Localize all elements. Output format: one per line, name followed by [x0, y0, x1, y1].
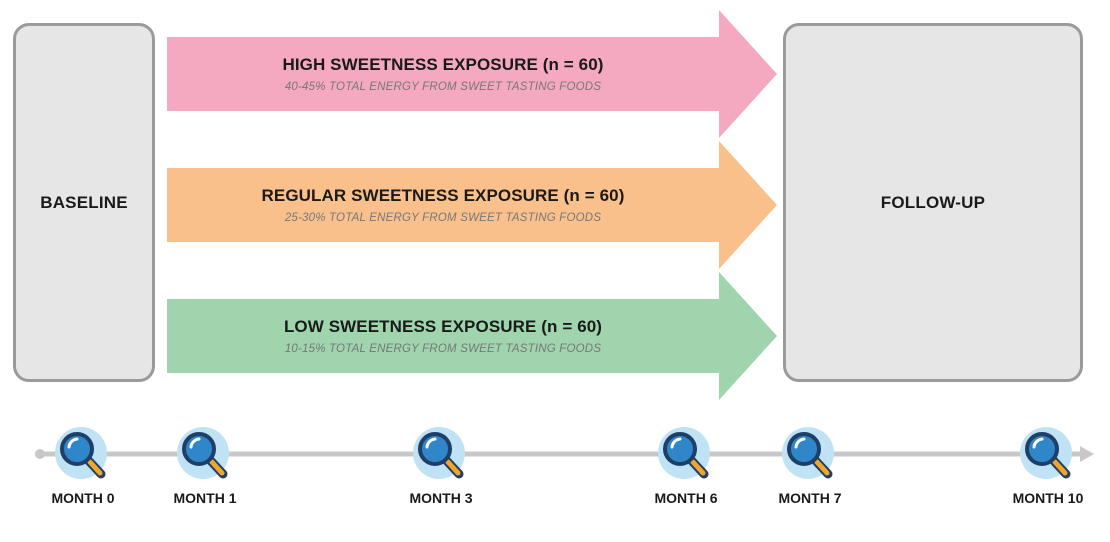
- regular-exposure-arrow: REGULAR SWEETNESS EXPOSURE (n = 60) 25-3…: [167, 141, 777, 269]
- low-exposure-arrow: LOW SWEETNESS EXPOSURE (n = 60) 10-15% T…: [167, 272, 777, 400]
- regular-arrow-shape: [167, 141, 777, 269]
- regular-exposure-subtitle: 25-30% TOTAL ENERGY FROM SWEET TASTING F…: [284, 212, 602, 224]
- high-exposure-title: HIGH SWEETNESS EXPOSURE (n = 60): [282, 55, 604, 74]
- magnifier-icon: [656, 425, 716, 485]
- magnifier-icon: [53, 425, 113, 485]
- timeline-start-dot: [35, 449, 45, 459]
- month-label: MONTH 6: [654, 490, 718, 506]
- magnifier-icon: [1018, 425, 1078, 485]
- low-exposure-title: LOW SWEETNESS EXPOSURE (n = 60): [283, 317, 603, 336]
- baseline-box: BASELINE: [13, 23, 155, 382]
- month-label: MONTH 1: [173, 490, 237, 506]
- regular-exposure-title: REGULAR SWEETNESS EXPOSURE (n = 60): [261, 186, 625, 205]
- month-label: MONTH 0: [51, 490, 115, 506]
- timeline-arrowhead: [1080, 446, 1094, 462]
- month-label: MONTH 3: [409, 490, 473, 506]
- month-label: MONTH 10: [1012, 490, 1084, 506]
- timeline-axis: [35, 446, 1094, 462]
- magnifier-icon: [175, 425, 235, 485]
- baseline-label: BASELINE: [40, 192, 128, 212]
- magnifier-icon: [780, 425, 840, 485]
- high-exposure-subtitle: 40-45% TOTAL ENERGY FROM SWEET TASTING F…: [284, 81, 602, 93]
- low-arrow-shape: [167, 272, 777, 400]
- timeline: MONTH 0 MONTH 1 MONTH 3 MONTH 6 MONTH 7 MONTH…: [0, 415, 1110, 525]
- followup-label: FOLLOW-UP: [880, 192, 986, 212]
- low-exposure-subtitle: 10-15% TOTAL ENERGY FROM SWEET TASTING F…: [284, 343, 602, 355]
- magnifier-icon: [411, 425, 471, 485]
- followup-box: FOLLOW-UP: [783, 23, 1083, 382]
- month-label: MONTH 7: [778, 490, 842, 506]
- high-arrow-shape: [167, 10, 777, 138]
- high-exposure-arrow: HIGH SWEETNESS EXPOSURE (n = 60) 40-45% …: [167, 10, 777, 138]
